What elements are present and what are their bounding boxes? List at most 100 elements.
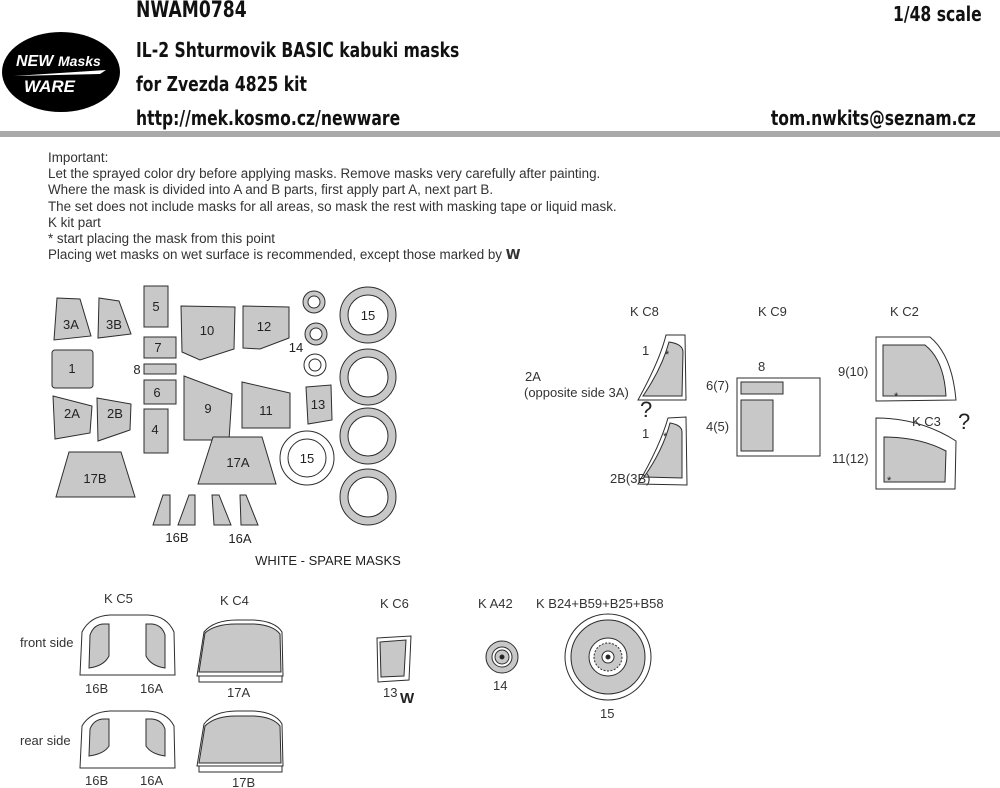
label-15-spare: 15	[300, 451, 314, 466]
label-8: 8	[133, 362, 140, 377]
mask-16a-1	[211, 494, 232, 526]
kc5-front-16b	[88, 623, 110, 669]
mask-6	[143, 379, 177, 405]
question-mark-2: ?	[958, 409, 970, 434]
label-5: 5	[152, 299, 159, 314]
question-mark-1: ?	[640, 397, 652, 422]
label-kc9: K C9	[758, 304, 787, 319]
label-2a: 2A	[64, 406, 80, 421]
kc4-rear-17b	[198, 715, 282, 764]
kc5-rear-16b	[88, 718, 110, 757]
mask-2a	[52, 395, 93, 440]
note-line: The set does not include masks for all a…	[48, 198, 617, 214]
star-mark-1: *	[665, 349, 670, 361]
label-14: 14	[289, 340, 303, 355]
label-rear-side: rear side	[20, 733, 71, 748]
email-link[interactable]: tom.nwkits@seznam.cz	[770, 106, 976, 130]
label-13: 13	[311, 397, 325, 412]
note-line: Let the sprayed color dry before applyin…	[48, 166, 601, 182]
kc5-rear-16a	[145, 718, 166, 757]
label-16a: 16A	[228, 531, 251, 546]
label-front-side: front side	[20, 635, 73, 650]
label-kb-15: 15	[600, 706, 614, 721]
scale-label: 1/48 scale	[893, 2, 982, 26]
spare-masks-note: WHITE - SPARE MASKS	[255, 553, 401, 568]
mask-1	[51, 349, 94, 389]
label-8-kc9: 8	[758, 359, 765, 374]
website-link[interactable]: http://mek.kosmo.cz/newware	[136, 106, 401, 130]
star-mark-2: *	[663, 431, 668, 443]
label-front-16a: 16A	[140, 681, 163, 696]
mask-10	[180, 305, 236, 361]
label-15-top: 15	[361, 308, 375, 323]
logo-swoosh	[14, 70, 106, 76]
label-1: 1	[68, 361, 75, 376]
note-line: Placing wet masks on wet surface is reco…	[48, 247, 521, 264]
header-rule	[0, 131, 1000, 137]
label-kc3: K C3	[912, 414, 941, 429]
label-3a: 3A	[63, 317, 79, 332]
mask-11	[241, 381, 291, 429]
kc8-mask-top	[642, 341, 684, 397]
kc4-front-base	[198, 675, 283, 683]
label-front-17a: 17A	[227, 685, 250, 700]
logo-ware: WARE	[24, 77, 76, 96]
label-kc5: K C5	[104, 591, 133, 606]
note-line: K kit part	[48, 214, 101, 230]
kc8-mask-bottom	[643, 422, 683, 479]
newware-logo: NEW Masks WARE	[2, 32, 120, 112]
mask-16b-2	[177, 494, 196, 526]
product-code: NWAM0784	[136, 0, 247, 23]
label-9-10: 9(10)	[838, 364, 868, 379]
mask-4	[143, 408, 169, 454]
label-9: 9	[204, 401, 211, 416]
label-kc8: K C8	[630, 304, 659, 319]
label-ka42: K A42	[478, 596, 513, 611]
label-rear-17b: 17B	[232, 775, 255, 788]
label-16b: 16B	[165, 530, 188, 545]
star-mark-4: *	[887, 475, 892, 487]
label-1-top: 1	[642, 343, 649, 358]
mask-17b	[55, 451, 136, 498]
label-opposite-3a: (opposite side 3A)	[524, 385, 629, 400]
kc6-mask-13	[379, 639, 407, 678]
kc9-mask-6-7	[740, 381, 784, 395]
label-c6-13: 13	[383, 685, 397, 700]
wet-mark-w: W	[505, 248, 521, 264]
mask-17a	[197, 436, 277, 485]
label-kb: K B24+B59+B25+B58	[536, 596, 664, 611]
label-7: 7	[154, 340, 161, 355]
star-mark-3: *	[894, 391, 899, 403]
mask-2b	[96, 397, 132, 442]
mask-12	[242, 305, 290, 350]
label-4: 4	[151, 422, 158, 437]
label-17a: 17A	[226, 455, 249, 470]
mask-3b	[97, 297, 132, 339]
label-a42-14: 14	[493, 678, 507, 693]
product-title: IL-2 Shturmovik BASIC kabuki masks	[136, 38, 460, 62]
mask-3a	[53, 297, 92, 341]
kc2-mask	[882, 344, 947, 397]
label-2a-place: 2A	[525, 369, 541, 384]
mask-5	[143, 285, 169, 328]
label-2b3b: 2B(3B)	[610, 471, 650, 486]
important-heading: Important:	[48, 150, 109, 165]
kit-line: for Zvezda 4825 kit	[136, 72, 307, 96]
label-1-bottom: 1	[642, 426, 649, 441]
note-line: Where the mask is divided into A and B p…	[48, 182, 494, 198]
label-17b: 17B	[83, 471, 106, 486]
mask-13	[305, 384, 333, 425]
label-kc6: K C6	[380, 596, 409, 611]
kc4-front-17a	[198, 623, 282, 673]
note-line: * start placing the mask from this point	[48, 231, 275, 247]
label-front-16b: 16B	[85, 681, 108, 696]
label-10: 10	[200, 323, 214, 338]
label-12: 12	[257, 319, 271, 334]
mask-7	[143, 336, 177, 359]
mask-16a-2	[239, 494, 259, 526]
label-rear-16a: 16A	[140, 773, 163, 788]
label-kc4: K C4	[220, 593, 249, 608]
label-rear-16b: 16B	[85, 773, 108, 788]
label-4-5: 4(5)	[706, 419, 729, 434]
label-2b: 2B	[107, 406, 123, 421]
